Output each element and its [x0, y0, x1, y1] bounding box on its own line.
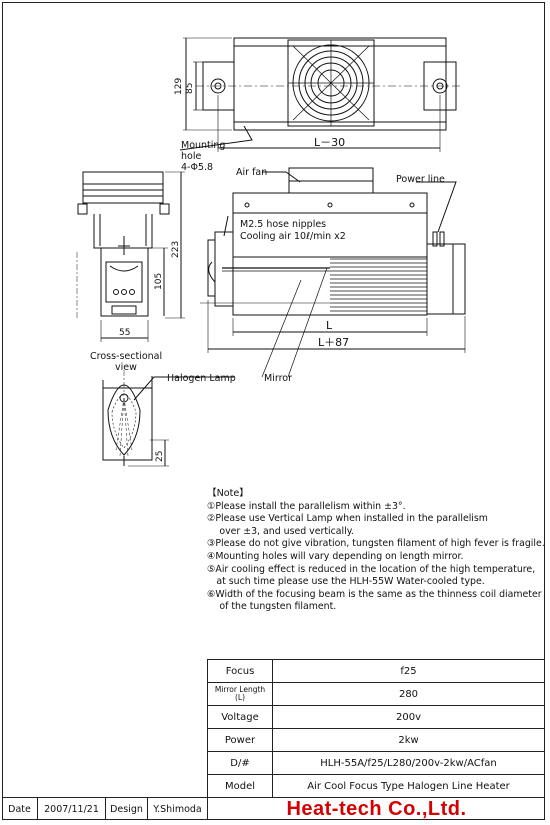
- spec-key: Model: [207, 774, 273, 798]
- spec-key: D/#: [207, 751, 273, 775]
- hose-nipples-label: M2.5 hose nipples: [240, 219, 326, 230]
- note-line: ②Please use Vertical Lamp when installed…: [207, 513, 488, 525]
- company-logo: Heat-tech Co.,Ltd.: [208, 797, 545, 820]
- mounting-hole-label-1: Mounting: [181, 140, 225, 151]
- spec-key: Voltage: [207, 705, 273, 729]
- dim-129: 129: [174, 78, 184, 95]
- air-fan-label: Air fan: [236, 167, 267, 178]
- note-line: ④Mounting holes will vary depending on l…: [207, 550, 464, 562]
- note-line: ①Please install the parallelism within ±…: [207, 500, 406, 512]
- front-view: [200, 167, 466, 378]
- dim-105: 105: [154, 273, 164, 290]
- dim-l: L: [326, 319, 333, 332]
- cross-section-label-1: Cross-sectional: [90, 351, 162, 362]
- dim-223: 223: [171, 241, 181, 258]
- dim-85: 85: [185, 83, 195, 94]
- note-line: ⑥Width of the focusing beam is the same …: [207, 588, 542, 600]
- spec-value: 2kw: [272, 728, 545, 752]
- title-block: Date 2007/11/21 Design Y.Shimoda Heat-te…: [2, 797, 545, 820]
- notes-title: 【Note】: [207, 488, 249, 499]
- design-label: Design: [106, 797, 148, 820]
- note-line: ③Please do not give vibration, tungsten …: [207, 538, 545, 550]
- spec-key: Power: [207, 728, 273, 752]
- note-line: of the tungsten filament.: [207, 601, 337, 613]
- power-line-label: Power line: [396, 174, 445, 185]
- cooling-air-label: Cooling air 10ℓ/min x2: [240, 231, 346, 242]
- spec-value: 280: [272, 682, 545, 706]
- mirror-label: Mirror: [264, 373, 292, 384]
- dim-l-plus-87: L＋87: [318, 336, 349, 349]
- top-view: [179, 37, 462, 152]
- spec-key: Focus: [207, 659, 273, 683]
- spec-key: Mirror Length (L): [207, 682, 273, 706]
- side-view: [76, 171, 185, 342]
- note-line: ⑤Air cooling effect is reduced in the lo…: [207, 563, 536, 575]
- notes-block: 【Note】 ①Please install the parallelism w…: [207, 488, 547, 614]
- date-value: 2007/11/21: [38, 797, 106, 820]
- cross-sectional-view: [102, 370, 234, 467]
- spec-row-drawing-number: D/#HLH-55A/f25/L280/200v-2kw/ACfan: [207, 751, 545, 775]
- designer-name: Y.Shimoda: [148, 797, 208, 820]
- mounting-hole-label-3: 4-Φ5.8: [181, 162, 213, 173]
- note-line: over ±3, and used vertically.: [207, 525, 354, 537]
- mounting-hole-label-2: hole: [181, 151, 201, 162]
- spec-value: HLH-55A/f25/L280/200v-2kw/ACfan: [272, 751, 545, 775]
- cross-section-label-2: view: [115, 362, 137, 373]
- dim-55: 55: [119, 328, 130, 338]
- spec-row-mirror-length: Mirror Length (L)280: [207, 682, 545, 706]
- date-label: Date: [2, 797, 38, 820]
- drawing-frame: [2, 2, 545, 820]
- dim-25: 25: [155, 451, 165, 462]
- spec-value: 200v: [272, 705, 545, 729]
- spec-value: f25: [272, 659, 545, 683]
- spec-value: Air Cool Focus Type Halogen Line Heater: [272, 774, 545, 798]
- dim-l-minus-30: L－30: [314, 136, 345, 149]
- halogen-lamp-label: Halogen Lamp: [167, 373, 236, 384]
- note-line: at such time please use the HLH-55W Wate…: [207, 576, 485, 588]
